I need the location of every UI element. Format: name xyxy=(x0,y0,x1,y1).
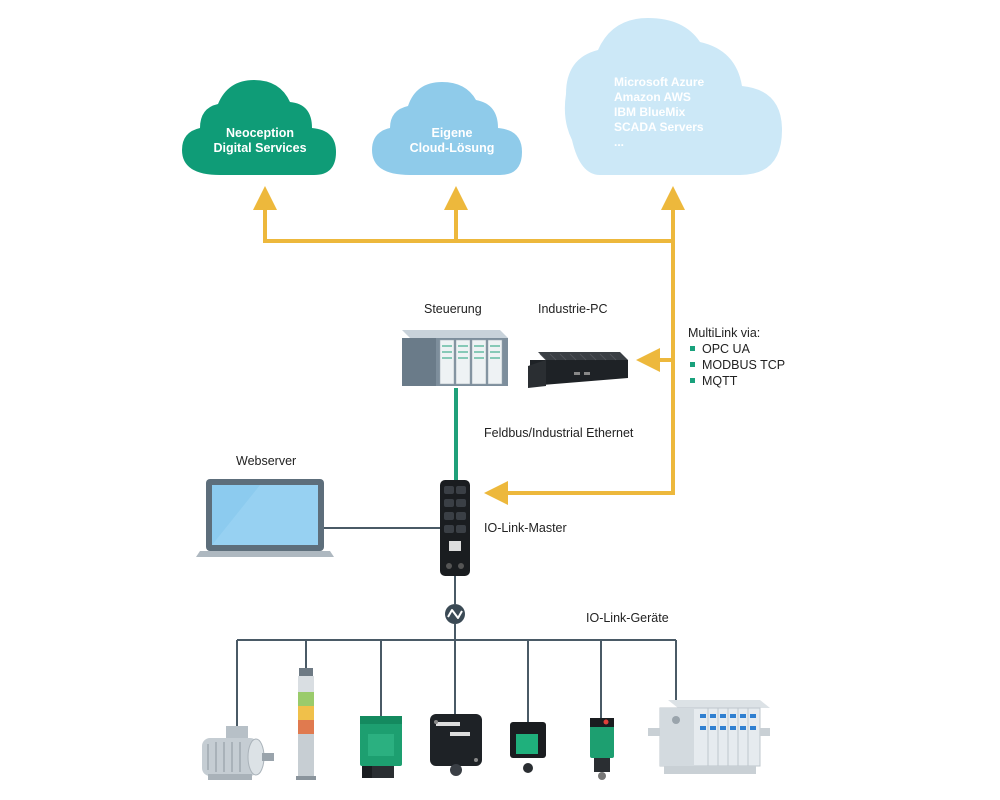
label-multilink-title: MultiLink via: xyxy=(688,326,760,340)
label-io-link-geraete: IO-Link-Geräte xyxy=(586,611,669,625)
cloud-provider-line-5: ... xyxy=(614,135,624,149)
industrie-pc xyxy=(528,352,628,388)
valve-terminal-icon xyxy=(648,700,770,774)
signal-tower-icon xyxy=(296,668,316,780)
cloud-provider-line-3: IBM BlueMix xyxy=(614,105,686,119)
label-feldbus: Feldbus/Industrial Ethernet xyxy=(484,426,634,440)
io-link-coupler-icon xyxy=(445,604,465,624)
cloud-neoception-line-2: Digital Services xyxy=(213,141,306,155)
plc-steuerung xyxy=(402,330,508,386)
label-industrie-pc: Industrie-PC xyxy=(538,302,607,316)
webserver-laptop xyxy=(196,479,334,557)
label-webserver: Webserver xyxy=(236,454,296,468)
inductive-sensor-icon xyxy=(360,716,402,778)
multilink-legend: MultiLink via: OPC UA MODBUS TCP MQTT xyxy=(688,326,785,388)
compact-sensor-icon xyxy=(590,718,614,780)
label-protocol-mqtt: MQTT xyxy=(702,374,738,388)
cloud-eigene-line-1: Eigene xyxy=(432,126,473,140)
bullet-icon xyxy=(690,362,695,367)
label-steuerung: Steuerung xyxy=(424,302,482,316)
cloud-eigene-line-2: Cloud-Lösung xyxy=(410,141,495,155)
label-io-link-master: IO-Link-Master xyxy=(484,521,567,535)
cloud-provider-line-4: SCADA Servers xyxy=(614,120,704,134)
cloud-providers: Microsoft Azure Amazon AWS IBM BlueMix S… xyxy=(564,18,782,175)
cloud-provider-line-2: Amazon AWS xyxy=(614,90,691,104)
cloud-neoception: Neoception Digital Services xyxy=(182,80,336,175)
label-protocol-modbus: MODBUS TCP xyxy=(702,358,785,372)
label-protocol-opc-ua: OPC UA xyxy=(702,342,751,356)
io-link-master-device xyxy=(440,480,470,576)
motor-icon xyxy=(202,726,274,780)
photoelectric-sensor-icon xyxy=(510,722,546,773)
cloud-eigene: Eigene Cloud-Lösung xyxy=(372,82,522,175)
io-link-device-bus xyxy=(236,639,677,732)
bullet-icon xyxy=(690,346,695,351)
bullet-icon xyxy=(690,378,695,383)
inclination-sensor-icon xyxy=(430,714,482,776)
cloud-provider-line-1: Microsoft Azure xyxy=(614,75,705,89)
multilink-connections xyxy=(253,186,685,505)
cloud-neoception-line-1: Neoception xyxy=(226,126,294,140)
